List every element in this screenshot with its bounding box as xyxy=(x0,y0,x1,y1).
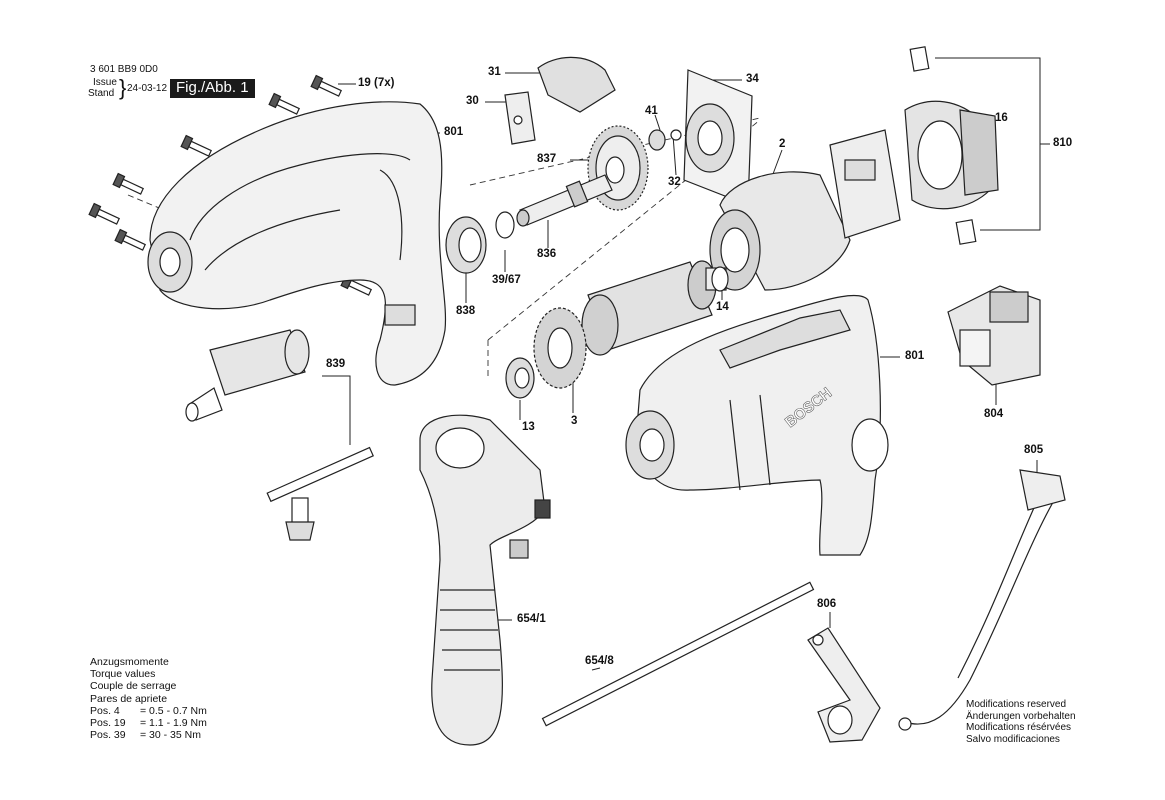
screw-set xyxy=(88,74,373,296)
armature xyxy=(581,260,729,356)
part-label-3: 3 xyxy=(571,415,578,427)
depth-gauge-rod xyxy=(541,581,815,727)
cover-31 xyxy=(537,56,616,113)
issue-date: 24-03-12 xyxy=(127,83,168,94)
part-label-838: 838 xyxy=(456,305,476,317)
modifications-line: Modifications résérvées xyxy=(966,722,1072,734)
modifications-line: Modifications reserved xyxy=(966,699,1067,710)
carbon-brushes xyxy=(909,46,977,245)
part-label-39-67: 39/67 xyxy=(492,274,521,286)
torque-value: = 1.1 - 1.9 Nm xyxy=(140,717,207,730)
hook-806 xyxy=(807,627,881,743)
torque-row: Pos. 4 = 0.5 - 0.7 Nm xyxy=(90,705,207,717)
bearing-13 xyxy=(505,357,535,399)
issue-label: Issue xyxy=(93,77,117,88)
part-label-801-left: 801 xyxy=(444,126,464,138)
part-label-30: 30 xyxy=(466,95,479,107)
ball-32 xyxy=(670,129,682,141)
modifications-line: Änderungen vorbehalten xyxy=(966,710,1076,722)
housing-half-right xyxy=(625,294,889,556)
fan-3 xyxy=(533,307,587,389)
gear-837 xyxy=(587,125,649,211)
part-label-32: 32 xyxy=(668,176,681,188)
torque-title-fr: Couple de serrage xyxy=(90,680,177,693)
stator-2 xyxy=(709,171,851,291)
part-label-34: 34 xyxy=(746,73,759,85)
spindle-836 xyxy=(516,174,613,227)
plate-30 xyxy=(504,91,536,145)
part-number-19: 19 xyxy=(358,77,371,89)
leader-lines xyxy=(322,57,1050,671)
part-label-805: 805 xyxy=(1024,444,1044,456)
chuck-key xyxy=(266,446,374,541)
power-cord xyxy=(898,469,1066,731)
part-label-839: 839 xyxy=(326,358,346,370)
part-label-806: 806 xyxy=(817,598,837,610)
housing-half-left xyxy=(147,101,447,386)
part-label-19: 19 (7x) xyxy=(358,77,394,89)
part-label-654-1: 654/1 xyxy=(517,613,546,625)
torque-title-es: Pares de apriete xyxy=(90,692,168,705)
torque-pos: Pos. 39 xyxy=(90,729,126,742)
brush-holder-16 xyxy=(904,100,999,210)
drill-chuck xyxy=(185,329,310,422)
part-label-14: 14 xyxy=(716,301,729,313)
switch-804 xyxy=(947,285,1041,386)
part-label-16: 16 xyxy=(995,112,1008,124)
modifications-line: Salvo modificaciones xyxy=(966,733,1060,745)
part-label-654-8: 654/8 xyxy=(585,655,614,667)
part-label-837: 837 xyxy=(537,153,557,165)
part-label-13: 13 xyxy=(522,421,535,433)
part-label-836: 836 xyxy=(537,248,557,260)
bearing-838 xyxy=(445,216,487,274)
retaining-ring xyxy=(495,211,515,239)
stand-label: Stand xyxy=(88,88,115,99)
part-label-810: 810 xyxy=(1053,137,1073,149)
part-label-41: 41 xyxy=(645,105,658,117)
torque-pos: Pos. 4 xyxy=(90,704,120,717)
figure-badge: Fig./Abb. 1 xyxy=(170,79,255,98)
torque-title-en: Torque values xyxy=(90,668,156,681)
spring-41 xyxy=(648,129,666,151)
part-label-801-right: 801 xyxy=(905,350,925,362)
torque-value: = 30 - 35 Nm xyxy=(140,729,201,742)
torque-pos: Pos. 19 xyxy=(90,717,126,730)
torque-title-de: Anzugsmomente xyxy=(90,656,169,668)
torque-row: Pos. 19 = 1.1 - 1.9 Nm xyxy=(90,717,207,729)
header-brace: } xyxy=(119,75,127,100)
part-qty-19: (7x) xyxy=(374,77,395,89)
doc-number: 3 601 BB9 0D0 xyxy=(90,64,158,75)
torque-value: = 0.5 - 0.7 Nm xyxy=(140,704,207,717)
modifications-notice: Modifications reserved Änderungen vorbeh… xyxy=(966,699,1076,745)
torque-row: Pos. 39 = 30 - 35 Nm xyxy=(90,729,207,741)
brush-holder xyxy=(829,129,901,239)
part-label-804: 804 xyxy=(984,408,1004,420)
part-label-31: 31 xyxy=(488,66,501,78)
torque-values: Anzugsmomente Torque values Couple de se… xyxy=(90,656,207,741)
auxiliary-handle xyxy=(419,414,551,746)
part-label-2: 2 xyxy=(779,138,786,150)
